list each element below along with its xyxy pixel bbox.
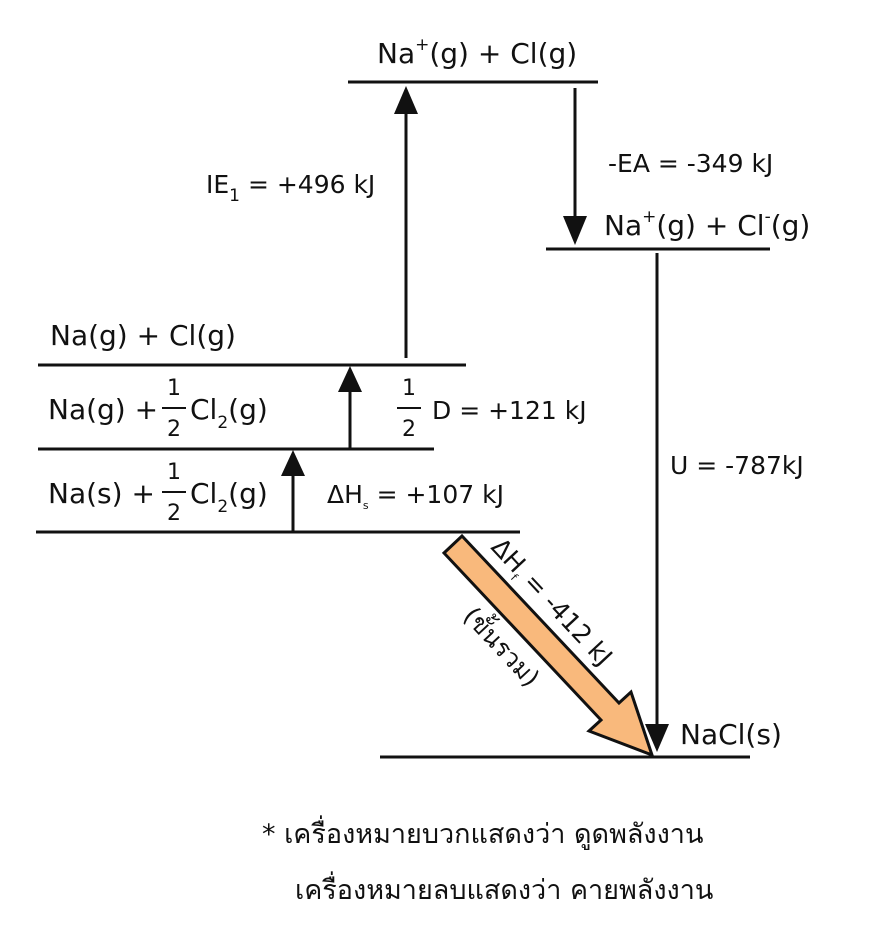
svg-text:2: 2 (167, 417, 181, 442)
note-positive-sign: * เครื่องหมายบวกแสดงว่า ดูดพลังงาน (262, 815, 703, 850)
svg-text:1: 1 (167, 376, 181, 401)
arrow-electron-affinity (563, 88, 587, 245)
svg-text:Cl2(g): Cl2(g) (190, 477, 268, 517)
label-dissociation-energy: 1 2 D = +121 kJ (397, 376, 587, 442)
label-electron-affinity: -EA = -349 kJ (608, 149, 773, 178)
svg-text:Na(s) +: Na(s) + (48, 477, 155, 510)
label-na-g-half-cl2: Na(g) + 1 2 Cl2(g) (48, 376, 268, 442)
label-na-g-cl-g: Na(g) + Cl(g) (50, 319, 236, 352)
note-negative-sign: เครื่องหมายลบแสดงว่า คายพลังงาน (295, 871, 713, 906)
label-lattice-energy: U = -787kJ (670, 451, 804, 480)
label-na-plus-cl-minus: Na+(g) + Cl-(g) (604, 207, 810, 242)
svg-text:Na(g) +: Na(g) + (48, 393, 158, 426)
arrow-formation (441, 533, 655, 758)
label-na-s-half-cl2: Na(s) + 1 2 Cl2(g) (48, 460, 268, 526)
label-nacl-s: NaCl(s) (680, 718, 782, 751)
arrow-dissociation (338, 366, 362, 449)
svg-text:D = +121 kJ: D = +121 kJ (432, 396, 587, 425)
svg-text:2: 2 (402, 417, 416, 442)
svg-text:Cl2(g): Cl2(g) (190, 393, 268, 433)
label-ionization-energy: IE1 = +496 kJ (206, 170, 375, 206)
svg-text:1: 1 (167, 460, 181, 485)
label-na-plus-cl: Na+(g) + Cl(g) (377, 35, 577, 70)
label-sublimation-enthalpy: ΔHs = +107 kJ (327, 480, 504, 512)
arrow-ionization (394, 86, 418, 358)
arrow-lattice-energy (645, 253, 669, 752)
arrow-sublimation (281, 450, 305, 532)
svg-text:1: 1 (402, 376, 416, 401)
svg-text:2: 2 (167, 501, 181, 526)
